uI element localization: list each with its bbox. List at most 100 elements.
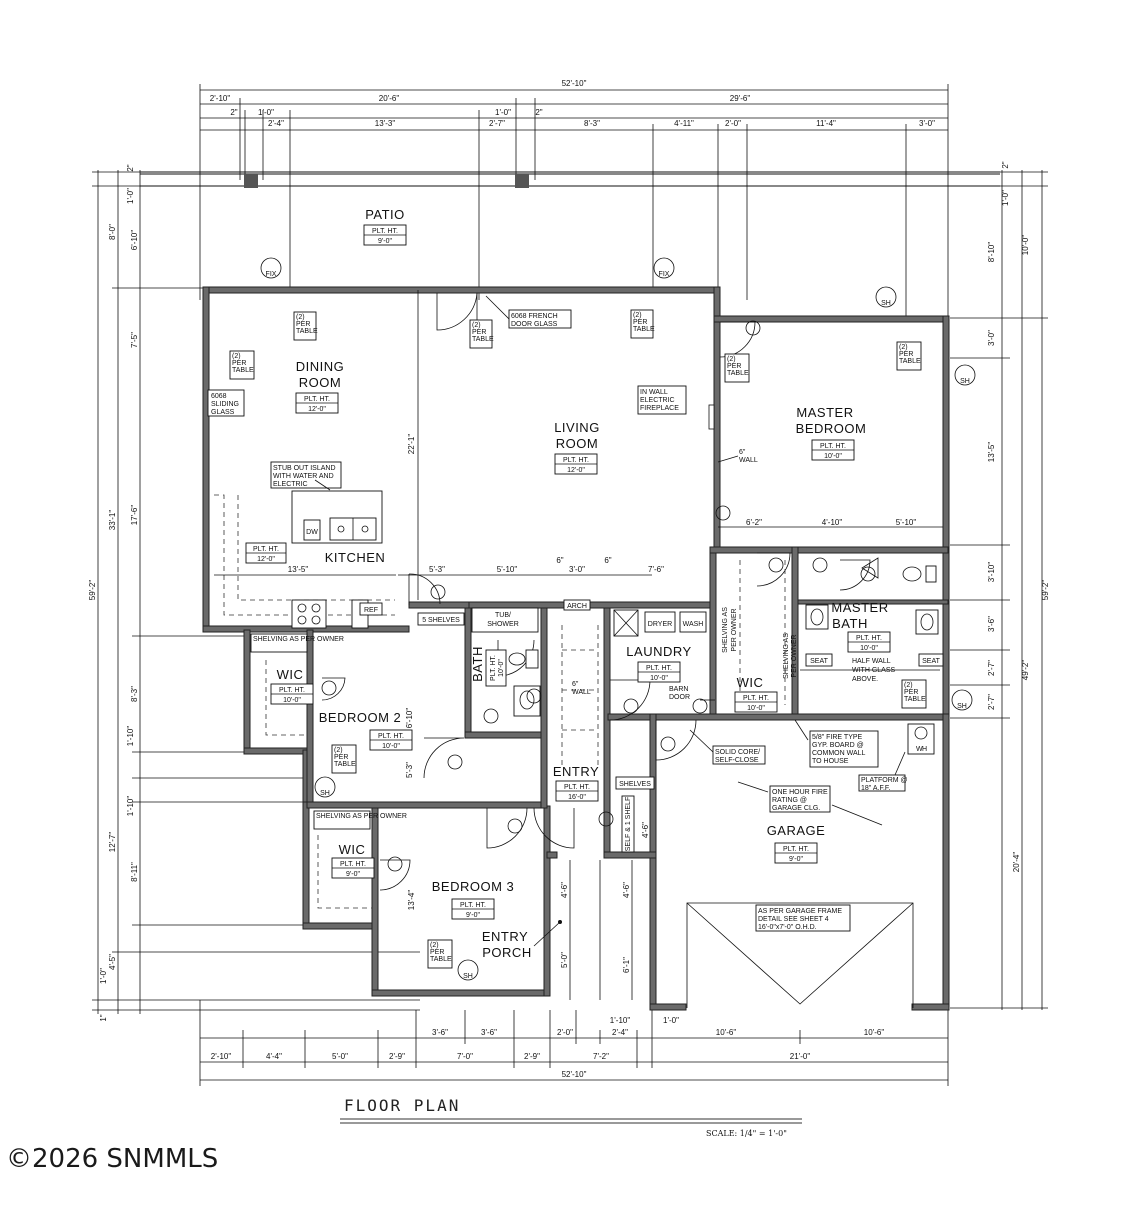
plt-label: PLT. HT.	[646, 665, 672, 672]
dim-left: 1'-10"	[126, 726, 135, 747]
plt-label: PLT. HT.	[856, 635, 882, 642]
water-heater-icon	[914, 726, 928, 740]
master-bath-label: MASTER	[831, 600, 888, 615]
master-label: MASTER	[796, 405, 853, 420]
per-table-tag: (2) PER TABLE	[630, 309, 655, 339]
toilet-icon	[508, 652, 526, 666]
dim-left: 2"	[126, 164, 135, 171]
shelves-label: SHELVES	[619, 781, 651, 788]
dim-interior: 6'-1"	[622, 957, 631, 973]
dim-top: 2'-7"	[489, 119, 505, 128]
top-dimensions: 52'-10" 2'-10" 20'-6" 29'-6" 2" 1'-0" 2'…	[199, 79, 949, 320]
dim-top: 1'-0"	[258, 108, 274, 117]
shelves-label: 5 SHELVES	[422, 617, 460, 624]
floor-plan-title: FLOOR PLAN	[344, 1096, 461, 1115]
note-line: SOLID CORE/	[715, 749, 760, 756]
note-line: ELECTRIC	[640, 397, 675, 404]
dim-interior: 4'-10"	[822, 518, 843, 527]
dim-left: 17'-6"	[130, 505, 139, 526]
svg-text:FIX: FIX	[659, 271, 670, 278]
svg-text:SH: SH	[881, 300, 891, 307]
plt-label: PLT. HT.	[564, 784, 590, 791]
dim-top-overall: 52'-10"	[562, 79, 587, 88]
porch-label-2: PORCH	[482, 945, 531, 960]
dim-bottom-overall: 52'-10"	[562, 1070, 587, 1079]
living-label: LIVING	[554, 420, 600, 435]
svg-text:TABLE: TABLE	[904, 696, 926, 703]
svg-text:TABLE: TABLE	[232, 367, 254, 374]
dim-interior: 4'-6"	[560, 882, 569, 898]
note-line: 6068	[211, 393, 227, 400]
plt-value: 10'-0"	[283, 697, 301, 704]
copyright-watermark: ©2026 SNMMLS	[6, 1144, 219, 1174]
note-line: 6"	[572, 681, 579, 688]
garage-label: GARAGE	[767, 823, 826, 838]
dim-interior: 6"	[556, 556, 563, 565]
note-line: WITH GLASS	[852, 667, 896, 674]
plt-value: 12'-0"	[308, 406, 326, 413]
plt-value: 10'-0"	[650, 675, 668, 682]
dim-bottom: 7'-0"	[457, 1052, 473, 1061]
dim-interior: 5'-3"	[429, 565, 445, 574]
note-line: COMMON WALL	[812, 750, 866, 757]
note-line: SELF-CLOSE	[715, 757, 759, 764]
per-table-tag: (2) PER TABLE	[469, 319, 494, 349]
svg-text:(2): (2)	[334, 747, 343, 754]
dim-top: 8'-3"	[584, 119, 600, 128]
dim-bottom: 2'-10"	[211, 1052, 232, 1061]
svg-text:PER: PER	[904, 689, 918, 696]
note-line: 16'-0"x7'-0" O.H.D.	[758, 924, 817, 931]
dim-left: 8'-0"	[108, 224, 117, 240]
dim-right: 13'-5"	[987, 442, 996, 463]
svg-text:SH: SH	[957, 703, 967, 710]
svg-text:(2): (2)	[472, 322, 481, 329]
hall-bath: TUB/ SHOWER BATH PLT. HT. 10'-0" 6'-10" …	[405, 607, 541, 778]
dim-top: 4'-11"	[674, 119, 694, 128]
washer-label: WASH	[683, 621, 704, 628]
note-line: RATING @	[772, 797, 807, 804]
note-line: SLIDING	[211, 401, 239, 408]
dim-interior: 7'-6"	[648, 565, 664, 574]
note-line: HALF WALL	[852, 658, 891, 665]
note-line: PER OWNER	[731, 608, 738, 651]
note-line: SHELVING AS PER OWNER	[316, 813, 407, 820]
dim-right: 8'-10"	[987, 242, 996, 263]
svg-text:TABLE: TABLE	[633, 326, 655, 333]
note-line: SHELVING AS PER OWNER	[253, 636, 344, 643]
dining-label-2: ROOM	[299, 375, 341, 390]
laundry-label: LAUNDRY	[626, 644, 691, 659]
svg-text:PER: PER	[472, 329, 486, 336]
svg-text:FIX: FIX	[266, 271, 277, 278]
dim-right: 10'-0"	[1021, 235, 1030, 256]
dryer-label: DRYER	[648, 621, 672, 628]
dim-bottom: 3'-6"	[432, 1028, 448, 1037]
plt-value: 9'-0"	[346, 871, 360, 878]
dim-right: 2'-7"	[987, 694, 996, 710]
dim-interior: 6'-10"	[405, 708, 414, 729]
note-line: SHELVING AS	[783, 633, 790, 679]
plt-value: 16'-0"	[568, 794, 586, 801]
per-table-tag: (2) PER TABLE	[896, 341, 922, 371]
bedroom-3: SHELVING AS PER OWNER WIC PLT. HT. 9'-0"…	[313, 810, 514, 920]
dim-left: 1"	[99, 1014, 108, 1021]
plt-value: 9'-0"	[378, 238, 392, 245]
svg-text:PER: PER	[430, 949, 444, 956]
porch-label: ENTRY	[482, 929, 528, 944]
bath-label: BATH	[470, 646, 485, 682]
master-label-2: BEDROOM	[796, 421, 867, 436]
plt-value: 12'-0"	[567, 467, 585, 474]
plt-value: 10'-0"	[382, 743, 400, 750]
dim-left: 1'-0"	[99, 968, 108, 984]
master-bath-label-2: BATH	[832, 616, 868, 631]
dim-top: 2'-4"	[268, 119, 284, 128]
dim-interior: 5'-10"	[497, 565, 518, 574]
plt-label: PLT. HT.	[304, 396, 330, 403]
svg-text:TABLE: TABLE	[296, 328, 318, 335]
dim-right: 1'-0"	[1001, 190, 1010, 206]
dim-interior: 13'-5"	[288, 565, 309, 574]
kitchen: DW REF KITCHEN PLT. HT. 12'-0" STUB OUT …	[214, 461, 395, 629]
svg-text:SH: SH	[320, 790, 330, 797]
patio-label: PATIO	[365, 207, 405, 222]
plt-value: 10'-0"	[824, 453, 842, 460]
